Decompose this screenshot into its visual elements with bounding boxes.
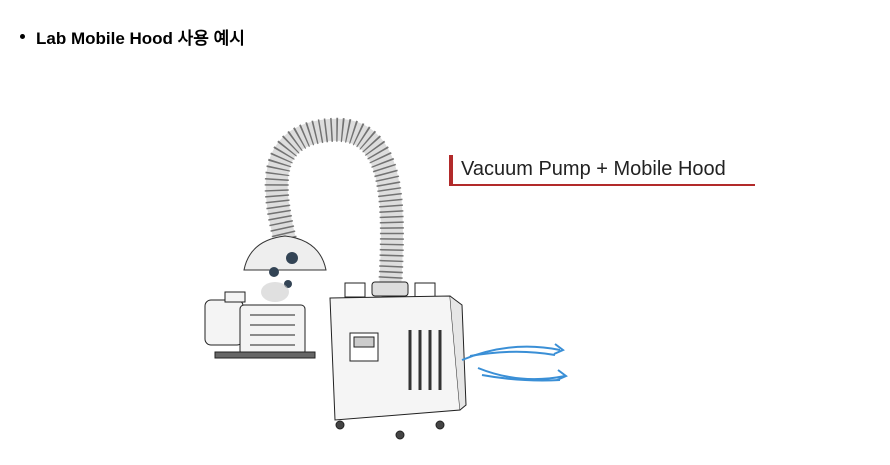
bullet-icon [20, 34, 25, 39]
vacuum-pump-icon [204, 291, 316, 359]
heading-text: Lab Mobile Hood 사용 예시 [36, 29, 245, 48]
mobile-hood-cabinet-icon [329, 281, 467, 440]
caption-underline [449, 184, 755, 186]
airflow-arrows-icon [461, 343, 568, 382]
hood-icon [243, 235, 327, 302]
section-heading: Lab Mobile Hood 사용 예시 [20, 24, 245, 49]
figure-caption: Vacuum Pump + Mobile Hood [449, 155, 726, 184]
duct-arm [264, 117, 404, 291]
